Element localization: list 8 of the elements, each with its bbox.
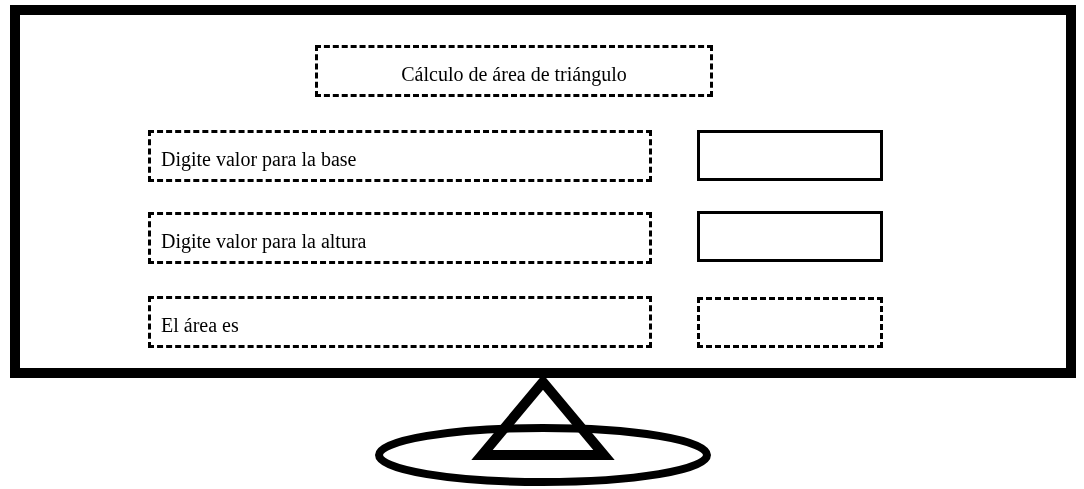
output-field [697,297,883,348]
monitor-screen [10,5,1076,378]
prompt-box: El área es [148,296,652,348]
title-box: Cálculo de área de triángulo [315,45,713,97]
prompt-box: Digite valor para la altura [148,212,652,264]
prompt-box: Digite valor para la base [148,130,652,182]
input-field [697,211,883,262]
input-field [697,130,883,181]
